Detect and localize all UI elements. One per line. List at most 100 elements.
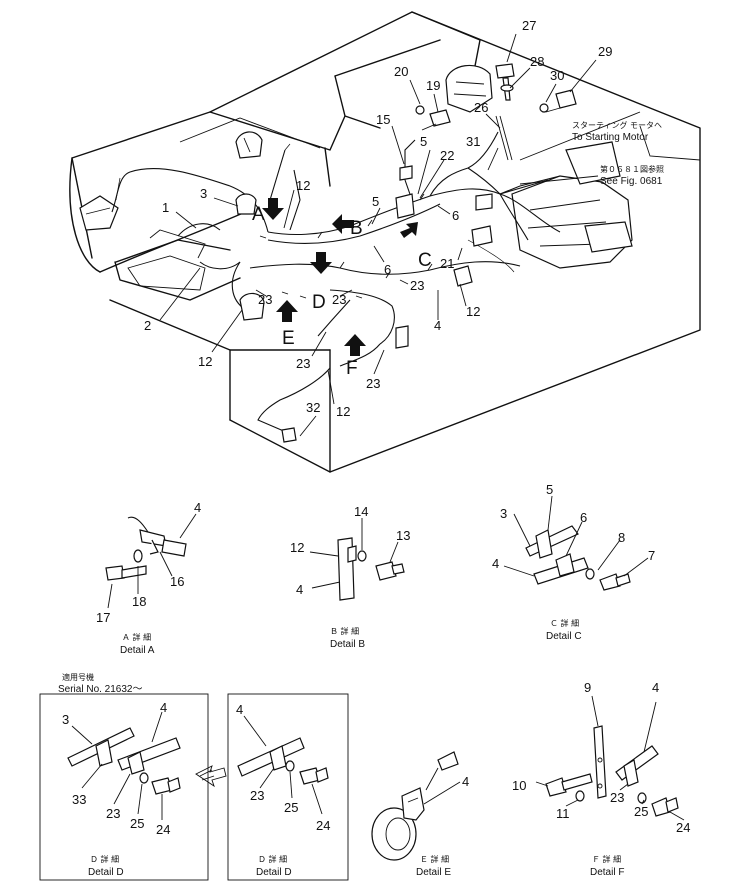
detail-d1-label-4: 4 [160, 700, 167, 715]
main-part-labels: 27 28 29 30 20 19 26 15 31 5 22 5 6 6 3 … [144, 18, 612, 419]
detail-f-label-23: 23 [610, 790, 624, 805]
detail-c-caption-jp: Ｃ 詳 細 [550, 618, 579, 628]
label-22: 22 [440, 148, 454, 163]
detail-b-label-14: 14 [354, 504, 368, 519]
note-starting-motor-jp: スターティング モータヘ [572, 120, 662, 130]
serial-note-en: Serial No. 21632～ [58, 684, 143, 695]
detail-c-caption-en: Detail C [546, 631, 582, 642]
detail-d1-label-3: 3 [62, 712, 69, 727]
label-15: 15 [376, 112, 390, 127]
detail-c: 5 3 6 8 4 7 Ｃ 詳 細 Detail C [492, 482, 655, 642]
detail-b-label-4: 4 [296, 582, 303, 597]
label-12-right: 12 [466, 304, 480, 319]
label-5-lower: 5 [372, 194, 379, 209]
detail-f-label-9: 9 [584, 680, 591, 695]
detail-c-label-5: 5 [546, 482, 553, 497]
label-4: 4 [434, 318, 441, 333]
label-20: 20 [394, 64, 408, 79]
label-6-right: 6 [452, 208, 459, 223]
detail-c-label-6: 6 [580, 510, 587, 525]
detail-f-label-24: 24 [676, 820, 690, 835]
label-29: 29 [598, 44, 612, 59]
label-1: 1 [162, 200, 169, 215]
label-12-top: 12 [296, 178, 310, 193]
label-30: 30 [550, 68, 564, 83]
detail-d1-label-23: 23 [106, 806, 120, 821]
detail-d-current: 4 23 25 24 Ｄ 詳 細 Detail D [227, 693, 349, 881]
detail-a-caption-en: Detail A [120, 645, 155, 656]
detail-e-caption-en: Detail E [416, 867, 451, 878]
detail-letters: A B C D E F [252, 204, 432, 379]
label-6-center: 6 [384, 262, 391, 277]
detail-d1-caption-jp: Ｄ 詳 細 [90, 854, 119, 864]
label-19: 19 [426, 78, 440, 93]
detail-f-label-10: 10 [512, 778, 526, 793]
detail-a: 4 16 17 18 Ａ 詳 細 Detail A [96, 500, 201, 656]
serial-note-jp: 適用号機 [62, 672, 94, 682]
label-26: 26 [474, 100, 488, 115]
detail-d1-label-33: 33 [72, 792, 86, 807]
detail-b-caption-en: Detail B [330, 639, 365, 650]
detail-e: 4 Ｅ 詳 細 Detail E [371, 751, 469, 878]
label-28: 28 [530, 54, 544, 69]
detail-b-caption-jp: Ｂ 詳 細 [330, 626, 359, 636]
detail-b-label-12: 12 [290, 540, 304, 555]
label-32: 32 [306, 400, 320, 415]
detail-d-serial-box: 適用号機 Serial No. 21632～ 3 4 33 23 25 24 Ｄ… [39, 672, 209, 881]
label-2: 2 [144, 318, 151, 333]
detail-f-label-25: 25 [634, 804, 648, 819]
detail-d2-caption-jp: Ｄ 詳 細 [258, 854, 287, 864]
label-23-right: 23 [410, 278, 424, 293]
detail-f-caption-en: Detail F [590, 867, 624, 878]
detail-c-label-7: 7 [648, 548, 655, 563]
note-see-fig-jp: 第０６８１図参照 [600, 164, 664, 174]
label-12-bottom-left: 12 [198, 354, 212, 369]
detail-letter-d: D [312, 292, 326, 313]
detail-letter-b: B [350, 218, 363, 239]
arrow-d-to-d [195, 765, 227, 788]
main-leader-lines [159, 33, 641, 472]
detail-f: 9 4 10 11 23 25 24 Ｆ 詳 細 Detail F [512, 680, 690, 878]
detail-e-caption-jp: Ｅ 詳 細 [420, 854, 449, 864]
label-21: 21 [440, 256, 454, 271]
detail-c-label-3: 3 [500, 506, 507, 521]
detail-f-label-11: 11 [556, 806, 570, 821]
detail-a-label-16: 16 [170, 574, 184, 589]
detail-arrows [262, 198, 418, 356]
detail-a-caption-jp: Ａ 詳 細 [122, 632, 151, 642]
machine-body-outline [69, 11, 701, 473]
detail-d2-label-4: 4 [236, 702, 243, 717]
label-27: 27 [522, 18, 536, 33]
detail-f-label-4: 4 [652, 680, 659, 695]
detail-letter-a: A [252, 204, 265, 225]
detail-a-label-17: 17 [96, 610, 110, 625]
note-see-fig-en: See Fig. 0681 [600, 176, 663, 187]
detail-d1-label-25: 25 [130, 816, 144, 831]
detail-a-label-4: 4 [194, 500, 201, 515]
detail-d2-label-24: 24 [316, 818, 330, 833]
label-12-bottom: 12 [336, 404, 350, 419]
detail-d2-label-25: 25 [284, 800, 298, 815]
detail-e-label-4: 4 [462, 774, 469, 789]
detail-letter-e: E [282, 328, 295, 349]
label-23-left: 23 [258, 292, 272, 307]
detail-d2-caption-en: Detail D [256, 867, 292, 878]
label-3: 3 [200, 186, 207, 201]
label-23-lower-left: 23 [296, 356, 310, 371]
label-23-center: 23 [332, 292, 346, 307]
detail-d1-caption-en: Detail D [88, 867, 124, 878]
label-23-lower-right: 23 [366, 376, 380, 391]
wiring-harness [111, 131, 561, 443]
annotations: スターティング モータヘ To Starting Motor 第０６８１図参照 … [572, 120, 664, 187]
label-31: 31 [466, 134, 480, 149]
note-starting-motor-en: To Starting Motor [572, 132, 649, 143]
detail-b: 14 13 12 4 Ｂ 詳 細 Detail B [290, 504, 410, 650]
detail-f-caption-jp: Ｆ 詳 細 [592, 854, 621, 864]
detail-c-label-8: 8 [618, 530, 625, 545]
detail-c-label-4: 4 [492, 556, 499, 571]
detail-letter-c: C [418, 250, 432, 271]
label-5-upper: 5 [420, 134, 427, 149]
detail-d1-label-24: 24 [156, 822, 170, 837]
main-fasteners [415, 63, 577, 161]
